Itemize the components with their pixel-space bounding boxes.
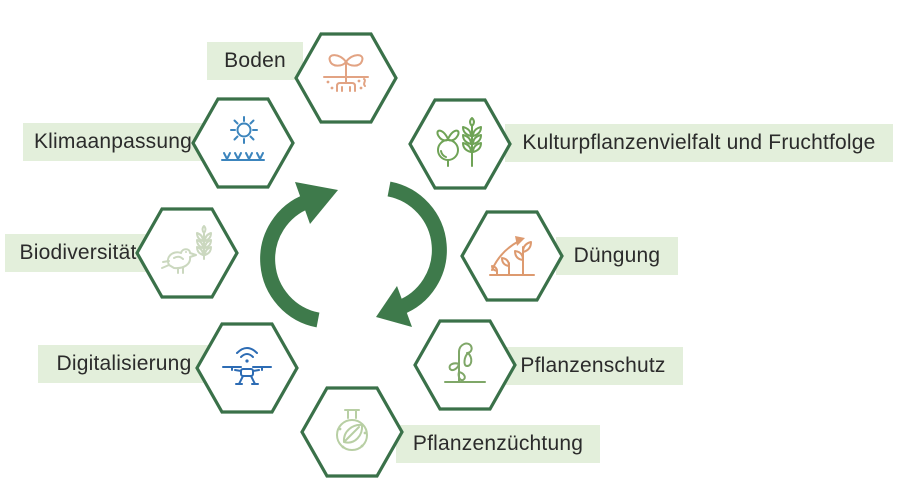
hexagon-digitalisierung <box>195 322 299 414</box>
plant-protection-icon <box>444 342 486 383</box>
hexagon-klimaanpassung <box>191 97 295 189</box>
hexagon-pflanzenschutz <box>413 319 517 411</box>
bird-wheat-icon <box>161 225 212 274</box>
drone-icon <box>222 347 272 385</box>
label-duengung: Düngung <box>556 237 678 275</box>
breeding-flask-icon <box>336 409 368 451</box>
fertilization-growth-icon <box>489 236 535 276</box>
label-klimaanpassung: Klimaanpassung <box>23 123 203 161</box>
sun-field-icon <box>221 116 265 161</box>
cycle-arrows-icon <box>260 181 447 328</box>
hexagon-biodiversitaet <box>135 207 239 299</box>
label-pflanzenzuechtung: Pflanzenzüchtung <box>396 425 600 463</box>
label-boden: Boden <box>207 42 303 80</box>
hexagon-kulturpflanzenvielfalt <box>408 98 512 190</box>
crops-rotation-icon <box>436 117 482 167</box>
label-biodiversitaet: Biodiversität <box>5 234 151 272</box>
label-pflanzenschutz: Pflanzenschutz <box>503 347 683 385</box>
hexagon-boden <box>294 32 398 124</box>
hexagon-duengung <box>460 210 564 302</box>
label-digitalisierung: Digitalisierung <box>38 345 210 383</box>
soil-plant-icon <box>323 54 369 92</box>
hexagon-pflanzenzuechtung <box>300 386 404 478</box>
label-kulturpflanzenvielfalt: Kulturpflanzenvielfalt und Fruchtfolge <box>505 124 893 162</box>
